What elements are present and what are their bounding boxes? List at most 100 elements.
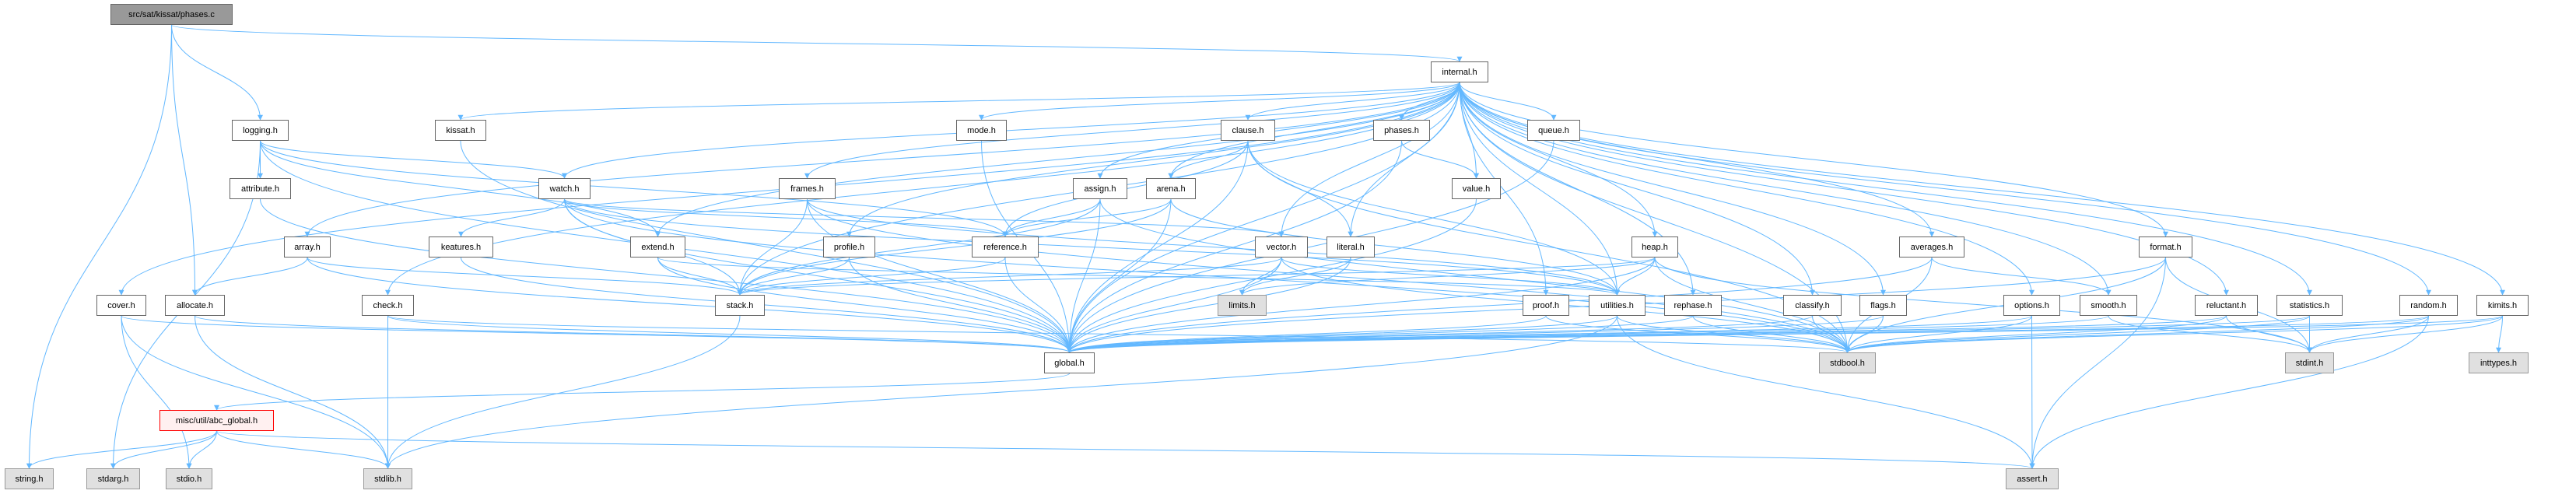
node-queue[interactable]: queue.h	[1527, 120, 1580, 141]
edge-internal-to-frames	[804, 82, 1460, 179]
node-stdarg[interactable]: stdarg.h	[86, 468, 140, 489]
node-watch[interactable]: watch.h	[538, 178, 591, 199]
edge-kimits-to-inttypes	[2496, 315, 2503, 353]
edge-watch-to-keatures	[458, 198, 565, 237]
edge-phases_c-to-internal	[171, 24, 1463, 62]
node-label: check.h	[373, 300, 403, 310]
node-keatures[interactable]: keatures.h	[429, 236, 493, 258]
node-reference[interactable]: reference.h	[972, 236, 1039, 258]
node-label: global.h	[1054, 358, 1085, 368]
node-logging[interactable]: logging.h	[232, 120, 289, 141]
node-extend[interactable]: extend.h	[630, 236, 685, 258]
node-cover[interactable]: cover.h	[96, 295, 146, 316]
node-label: queue.h	[1538, 125, 1569, 135]
edge-internal-to-flags	[1459, 82, 1886, 296]
node-array[interactable]: array.h	[284, 236, 331, 258]
node-profile[interactable]: profile.h	[823, 236, 875, 258]
node-heap[interactable]: heap.h	[1631, 236, 1678, 258]
edge-rephase-to-global	[1067, 315, 1694, 353]
node-label: stdlib.h	[374, 474, 401, 484]
edge-averages-to-smooth	[1931, 257, 2112, 296]
edge-abc_global-to-string	[26, 430, 217, 469]
edge-format-to-assert	[2029, 257, 2166, 469]
edge-internal-to-phases	[1399, 82, 1460, 121]
edge-value-to-global	[1067, 198, 1477, 353]
node-label: cover.h	[107, 300, 135, 310]
node-allocate[interactable]: allocate.h	[165, 295, 225, 316]
node-clause[interactable]: clause.h	[1221, 120, 1275, 141]
node-stack[interactable]: stack.h	[715, 295, 765, 316]
node-phases-c[interactable]: src/sat/kissat/phases.c	[110, 4, 233, 25]
node-assign[interactable]: assign.h	[1073, 178, 1127, 199]
node-stdlib[interactable]: stdlib.h	[363, 468, 412, 489]
edge-internal-to-utilities	[1459, 82, 1620, 296]
node-label: allocate.h	[176, 300, 214, 310]
edge-smooth-to-global	[1067, 315, 2109, 353]
node-label: utilities.h	[1600, 300, 1634, 310]
edge-assign-to-stack	[737, 198, 1101, 296]
edge-frames-to-stdbool	[807, 198, 1850, 353]
edge-internal-to-smooth	[1459, 82, 2112, 296]
node-global[interactable]: global.h	[1044, 352, 1095, 373]
node-label: statistics.h	[2289, 300, 2330, 310]
node-format[interactable]: format.h	[2139, 236, 2192, 258]
node-abc-global[interactable]: misc/util/abc_global.h	[159, 410, 274, 431]
edge-statistics-to-global	[1067, 315, 2310, 353]
node-options[interactable]: options.h	[2003, 295, 2060, 316]
edge-internal-to-vector	[1278, 82, 1460, 237]
node-arena[interactable]: arena.h	[1146, 178, 1196, 199]
node-stdint[interactable]: stdint.h	[2285, 352, 2334, 373]
node-flags[interactable]: flags.h	[1859, 295, 1907, 316]
edge-phases_c-to-string	[26, 24, 172, 469]
edge-internal-to-heap	[1459, 82, 1658, 237]
node-label: format.h	[2150, 242, 2182, 252]
node-kissat[interactable]: kissat.h	[435, 120, 486, 141]
node-kimits[interactable]: kimits.h	[2476, 295, 2529, 316]
node-label: options.h	[2014, 300, 2049, 310]
edge-watch-to-reference	[564, 198, 1008, 237]
node-internal[interactable]: internal.h	[1431, 61, 1488, 82]
node-literal[interactable]: literal.h	[1327, 236, 1375, 258]
edge-abc_global-to-stdarg	[110, 430, 217, 469]
edge-reluctant-to-stdint	[2226, 315, 2312, 353]
node-statistics[interactable]: statistics.h	[2276, 295, 2343, 316]
node-utilities[interactable]: utilities.h	[1589, 295, 1645, 316]
node-vector[interactable]: vector.h	[1255, 236, 1308, 258]
node-label: clause.h	[1232, 125, 1264, 135]
node-reluctant[interactable]: reluctant.h	[2195, 295, 2258, 316]
node-value[interactable]: value.h	[1452, 178, 1501, 199]
node-mode[interactable]: mode.h	[956, 120, 1007, 141]
node-classify[interactable]: classify.h	[1783, 295, 1842, 316]
node-frames[interactable]: frames.h	[779, 178, 836, 199]
node-label: attribute.h	[241, 184, 279, 194]
edge-attribute-to-global	[260, 198, 1072, 353]
node-phases[interactable]: phases.h	[1373, 120, 1430, 141]
node-check[interactable]: check.h	[362, 295, 414, 316]
node-averages[interactable]: averages.h	[1899, 236, 1964, 258]
edge-clause-to-global	[1067, 140, 1249, 353]
edge-options-to-assert	[2029, 315, 2035, 469]
edge-reference-to-global	[1004, 257, 1072, 353]
node-attribute[interactable]: attribute.h	[230, 178, 291, 199]
edge-internal-to-literal	[1348, 82, 1460, 237]
edge-internal-to-options	[1459, 82, 2035, 296]
edge-utilities-to-assert	[1617, 315, 2035, 469]
edge-kimits-to-stdbool	[1845, 315, 2503, 353]
node-stdbool[interactable]: stdbool.h	[1819, 352, 1876, 373]
node-smooth[interactable]: smooth.h	[2080, 295, 2137, 316]
node-limits[interactable]: limits.h	[1218, 295, 1267, 316]
node-inttypes[interactable]: inttypes.h	[2469, 352, 2529, 373]
node-rephase[interactable]: rephase.h	[1664, 295, 1722, 316]
node-stdio[interactable]: stdio.h	[166, 468, 212, 489]
edge-random-to-stdint	[2307, 315, 2429, 353]
edge-internal-to-mode	[979, 82, 1460, 121]
node-label: proof.h	[1532, 300, 1560, 310]
edge-logging-to-reference	[260, 140, 1008, 237]
edge-internal-to-watch	[562, 82, 1460, 179]
edge-reluctant-to-stdbool	[1845, 315, 2227, 353]
node-string[interactable]: string.h	[5, 468, 54, 489]
node-assert[interactable]: assert.h	[2006, 468, 2059, 489]
edge-frames-to-global	[807, 198, 1072, 353]
node-random[interactable]: random.h	[2399, 295, 2458, 316]
node-proof[interactable]: proof.h	[1523, 295, 1569, 316]
